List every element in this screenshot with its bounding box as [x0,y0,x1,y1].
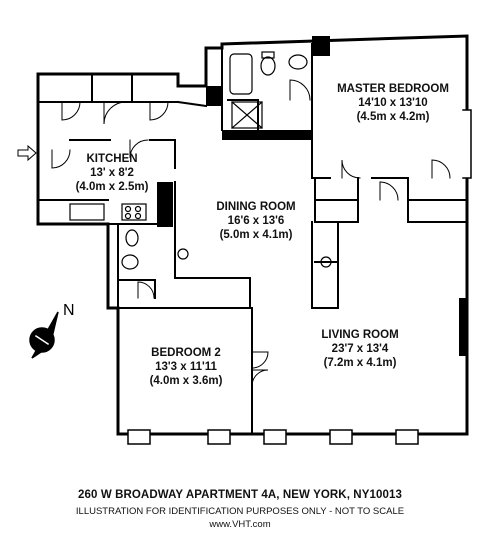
living-room-metric: (7.2m x 4.1m) [324,357,397,369]
dining-room-imperial: 16'6 x 13'6 [228,215,285,227]
solid-wall-blocks [157,36,467,356]
master-bedroom-metric: (4.5m x 4.2m) [357,111,430,123]
toilet [260,56,276,76]
kitchen-sink [69,203,105,221]
kitchen-name: KITCHEN [86,153,137,165]
sink [288,54,308,70]
bedroom-2-name: BEDROOM 2 [151,347,221,359]
fixtures [69,51,332,270]
entry-arrow-icon [17,144,37,162]
toilet-2 [125,229,139,247]
room-label-kitchen: KITCHEN 13' x 8'2 (4.0m x 2.5m) [76,153,149,193]
master-bedroom-imperial: 14'10 x 13'10 [358,97,427,109]
bedroom-2-metric: (4.0m x 3.6m) [150,375,223,387]
door-swings [51,79,451,387]
compass-north-label: N [63,302,75,319]
interior-walls [37,43,468,435]
windows [127,109,472,445]
master-bedroom-name: MASTER BEDROOM [337,83,449,95]
compass-rose-icon [29,311,59,359]
kitchen-metric: (4.0m x 2.5m) [76,181,149,193]
shower [231,101,263,129]
room-label-bedroom-2: BEDROOM 2 13'3 x 11'11 (4.0m x 3.6m) [150,347,223,387]
kitchen-imperial: 13' x 8'2 [90,167,134,179]
room-label-master-bedroom: MASTER BEDROOM 14'10 x 13'10 (4.5m x 4.2… [337,83,449,123]
sink-2 [121,254,139,270]
living-room-name: LIVING ROOM [321,329,398,341]
room-label-dining-room: DINING ROOM 16'6 x 13'6 (5.0m x 4.1m) [216,201,295,241]
footer-website[interactable]: www.VHT.com [209,519,271,530]
dining-room-name: DINING ROOM [216,201,295,213]
footer-address: 260 W BROADWAY APARTMENT 4A, NEW YORK, N… [78,489,402,501]
room-label-living-room: LIVING ROOM 23'7 x 13'4 (7.2m x 4.1m) [321,329,398,369]
dining-room-metric: (5.0m x 4.1m) [220,229,293,241]
stove [121,203,147,221]
bedroom-2-imperial: 13'3 x 11'11 [155,361,217,373]
living-room-imperial: 23'7 x 13'4 [332,343,389,355]
footer-disclaimer: ILLUSTRATION FOR IDENTIFICATION PURPOSES… [75,506,405,517]
bathtub [229,53,253,95]
